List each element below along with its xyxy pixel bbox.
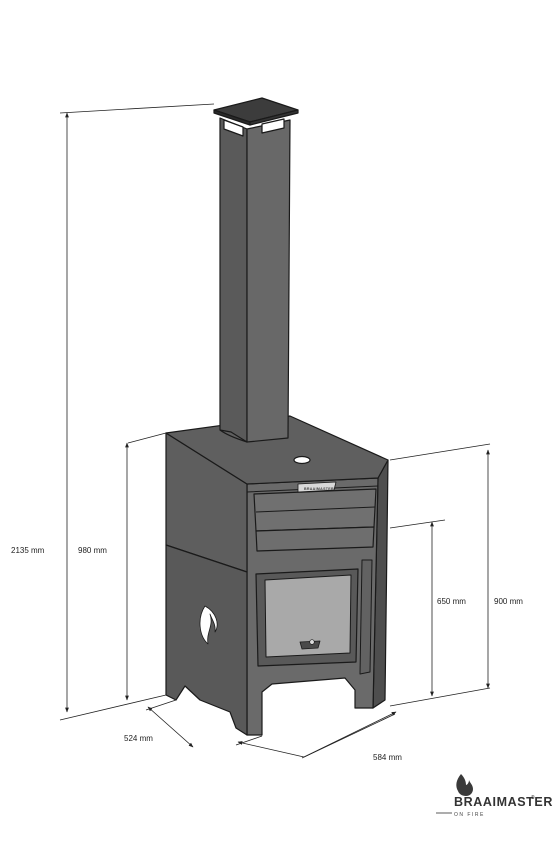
dim-arrow-width-far [303,711,397,758]
dim-label-front-height: 900 mm [494,597,523,606]
dim-arrow-depth [147,706,194,748]
dim-label-width: 584 mm [373,753,402,762]
brand-tagline: ON FIRE [454,812,485,818]
dim-label-depth: 524 mm [124,734,153,743]
chimney-vent-left [223,119,244,137]
chimney-front-face [246,119,291,443]
firebox-side-rail [359,559,373,675]
upper-drawer-line [255,506,376,513]
dim-label-total-height: 2135 mm [11,546,45,555]
brand-plate-label: BRAAIMASTER [304,487,334,491]
lower-drawer [255,526,375,552]
chimney-vent-right [261,118,285,134]
dim-label-body-height: 980 mm [78,546,107,555]
chimney-left-face [219,117,248,443]
chimney-base-curve [219,429,248,443]
firebox-knob [309,639,315,645]
dim-arrow-width-near [237,741,305,758]
firebox-glass [264,574,352,658]
dim-label-firebox-height: 650 mm [437,597,466,606]
chimney-cap-lip-right [249,109,299,126]
braai-stove [165,97,389,736]
top-vent-hole [293,455,311,465]
brand-registered-mark: ® [531,794,535,801]
brand-plate [297,481,337,493]
side-flame-cutout [199,605,218,645]
brand-name: BRAAIMASTER [454,795,553,809]
chimney-cap [213,97,299,123]
flame-icon [456,774,473,796]
brand-logo: BRAAIMASTER ® ON FIRE [436,774,553,818]
